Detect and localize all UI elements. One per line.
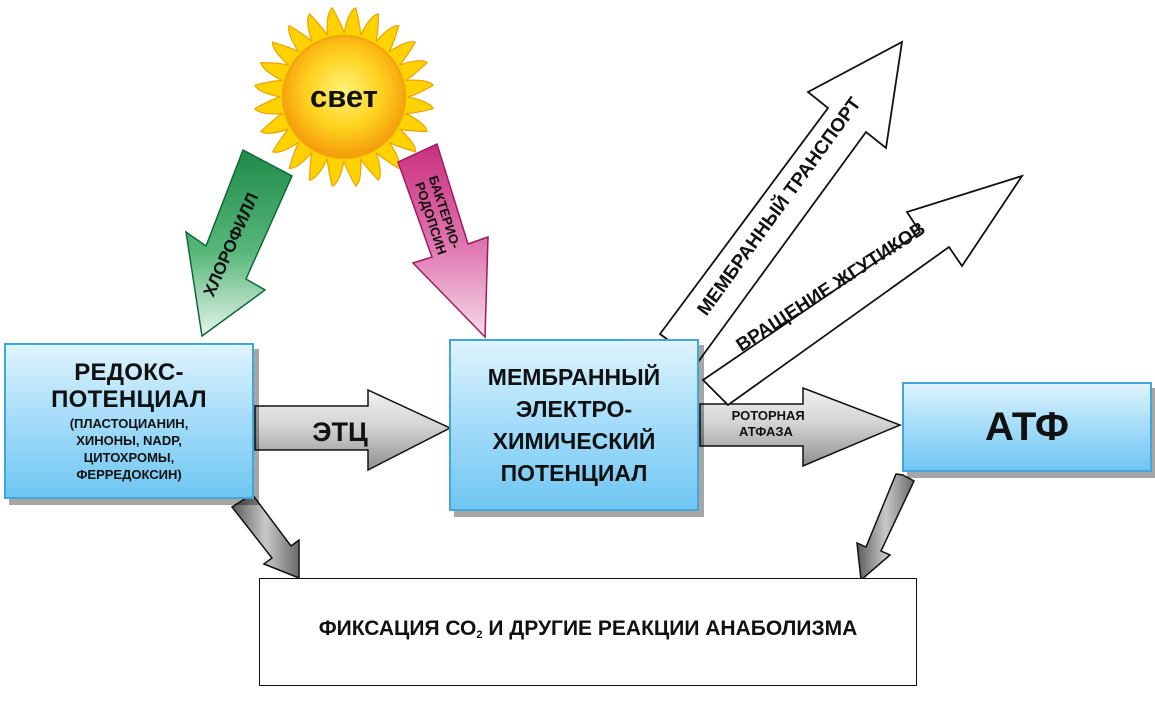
chlorophyll-arrow: ХЛОРОФИЛЛ <box>184 148 293 338</box>
redox-sub-line1: (ПЛАСТОЦИАНИН, <box>69 416 189 431</box>
membrane-line2: ЭЛЕКТРО- <box>515 396 633 422</box>
fixation-subscript: 2 <box>476 629 483 641</box>
fixation-label-pre: ФИКСАЦИЯ СО <box>318 617 477 640</box>
etc-arrow: ЭТЦ <box>254 388 452 472</box>
atp-to-fixation-arrow <box>856 473 915 582</box>
fixation-label: ФИКСАЦИЯ СО2 И ДРУГИЕ РЕАКЦИИ АНАБОЛИЗМА <box>319 616 858 648</box>
sun-icon: свет <box>253 6 435 188</box>
atp-box: АТФ <box>902 382 1152 472</box>
etc-label: ЭТЦ <box>312 417 368 447</box>
bacteriorhodopsin-arrow: БАКТЕРИО- РОДОПСИН <box>397 142 489 339</box>
atp-label: АТФ <box>985 405 1069 449</box>
redox-sub-line3: ЦИТОХРОМЫ, <box>83 450 175 465</box>
redox-to-fixation-arrow <box>230 492 300 580</box>
redox-potential-box: РЕДОКС- ПОТЕНЦИАЛ (ПЛАСТОЦИАНИН, ХИНОНЫ,… <box>4 343 254 499</box>
rotor-atpase-label-2: АТФАЗА <box>739 424 793 439</box>
rotor-atpase-label-1: РОТОРНАЯ <box>732 408 805 423</box>
redox-sub-line2: ХИНОНЫ, NADP, <box>76 433 182 448</box>
membrane-line1: МЕМБРАННЫЙ <box>487 364 661 390</box>
sun-label: свет <box>310 79 378 114</box>
membrane-potential-box: МЕМБРАННЫЙ ЭЛЕКТРО- ХИМИЧЕСКИЙ ПОТЕНЦИАЛ <box>449 339 699 511</box>
svg-text:РОТОРНАЯ АТФАЗА: РОТОРНАЯ АТФАЗА <box>732 408 809 439</box>
redox-title-line2: ПОТЕНЦИАЛ <box>51 386 207 413</box>
redox-title-line1: РЕДОКС- <box>74 359 184 386</box>
rotor-atpase-arrow: РОТОРНАЯ АТФАЗА <box>699 386 903 468</box>
fixation-label-post: И ДРУГИЕ РЕАКЦИИ АНАБОЛИЗМА <box>482 617 858 640</box>
membrane-line3: ХИМИЧЕСКИЙ <box>492 428 656 454</box>
membrane-line4: ПОТЕНЦИАЛ <box>500 460 648 486</box>
redox-sub-line4: ФЕРРЕДОКСИН) <box>76 467 182 482</box>
fixation-box: ФИКСАЦИЯ СО2 И ДРУГИЕ РЕАКЦИИ АНАБОЛИЗМА <box>259 578 917 686</box>
